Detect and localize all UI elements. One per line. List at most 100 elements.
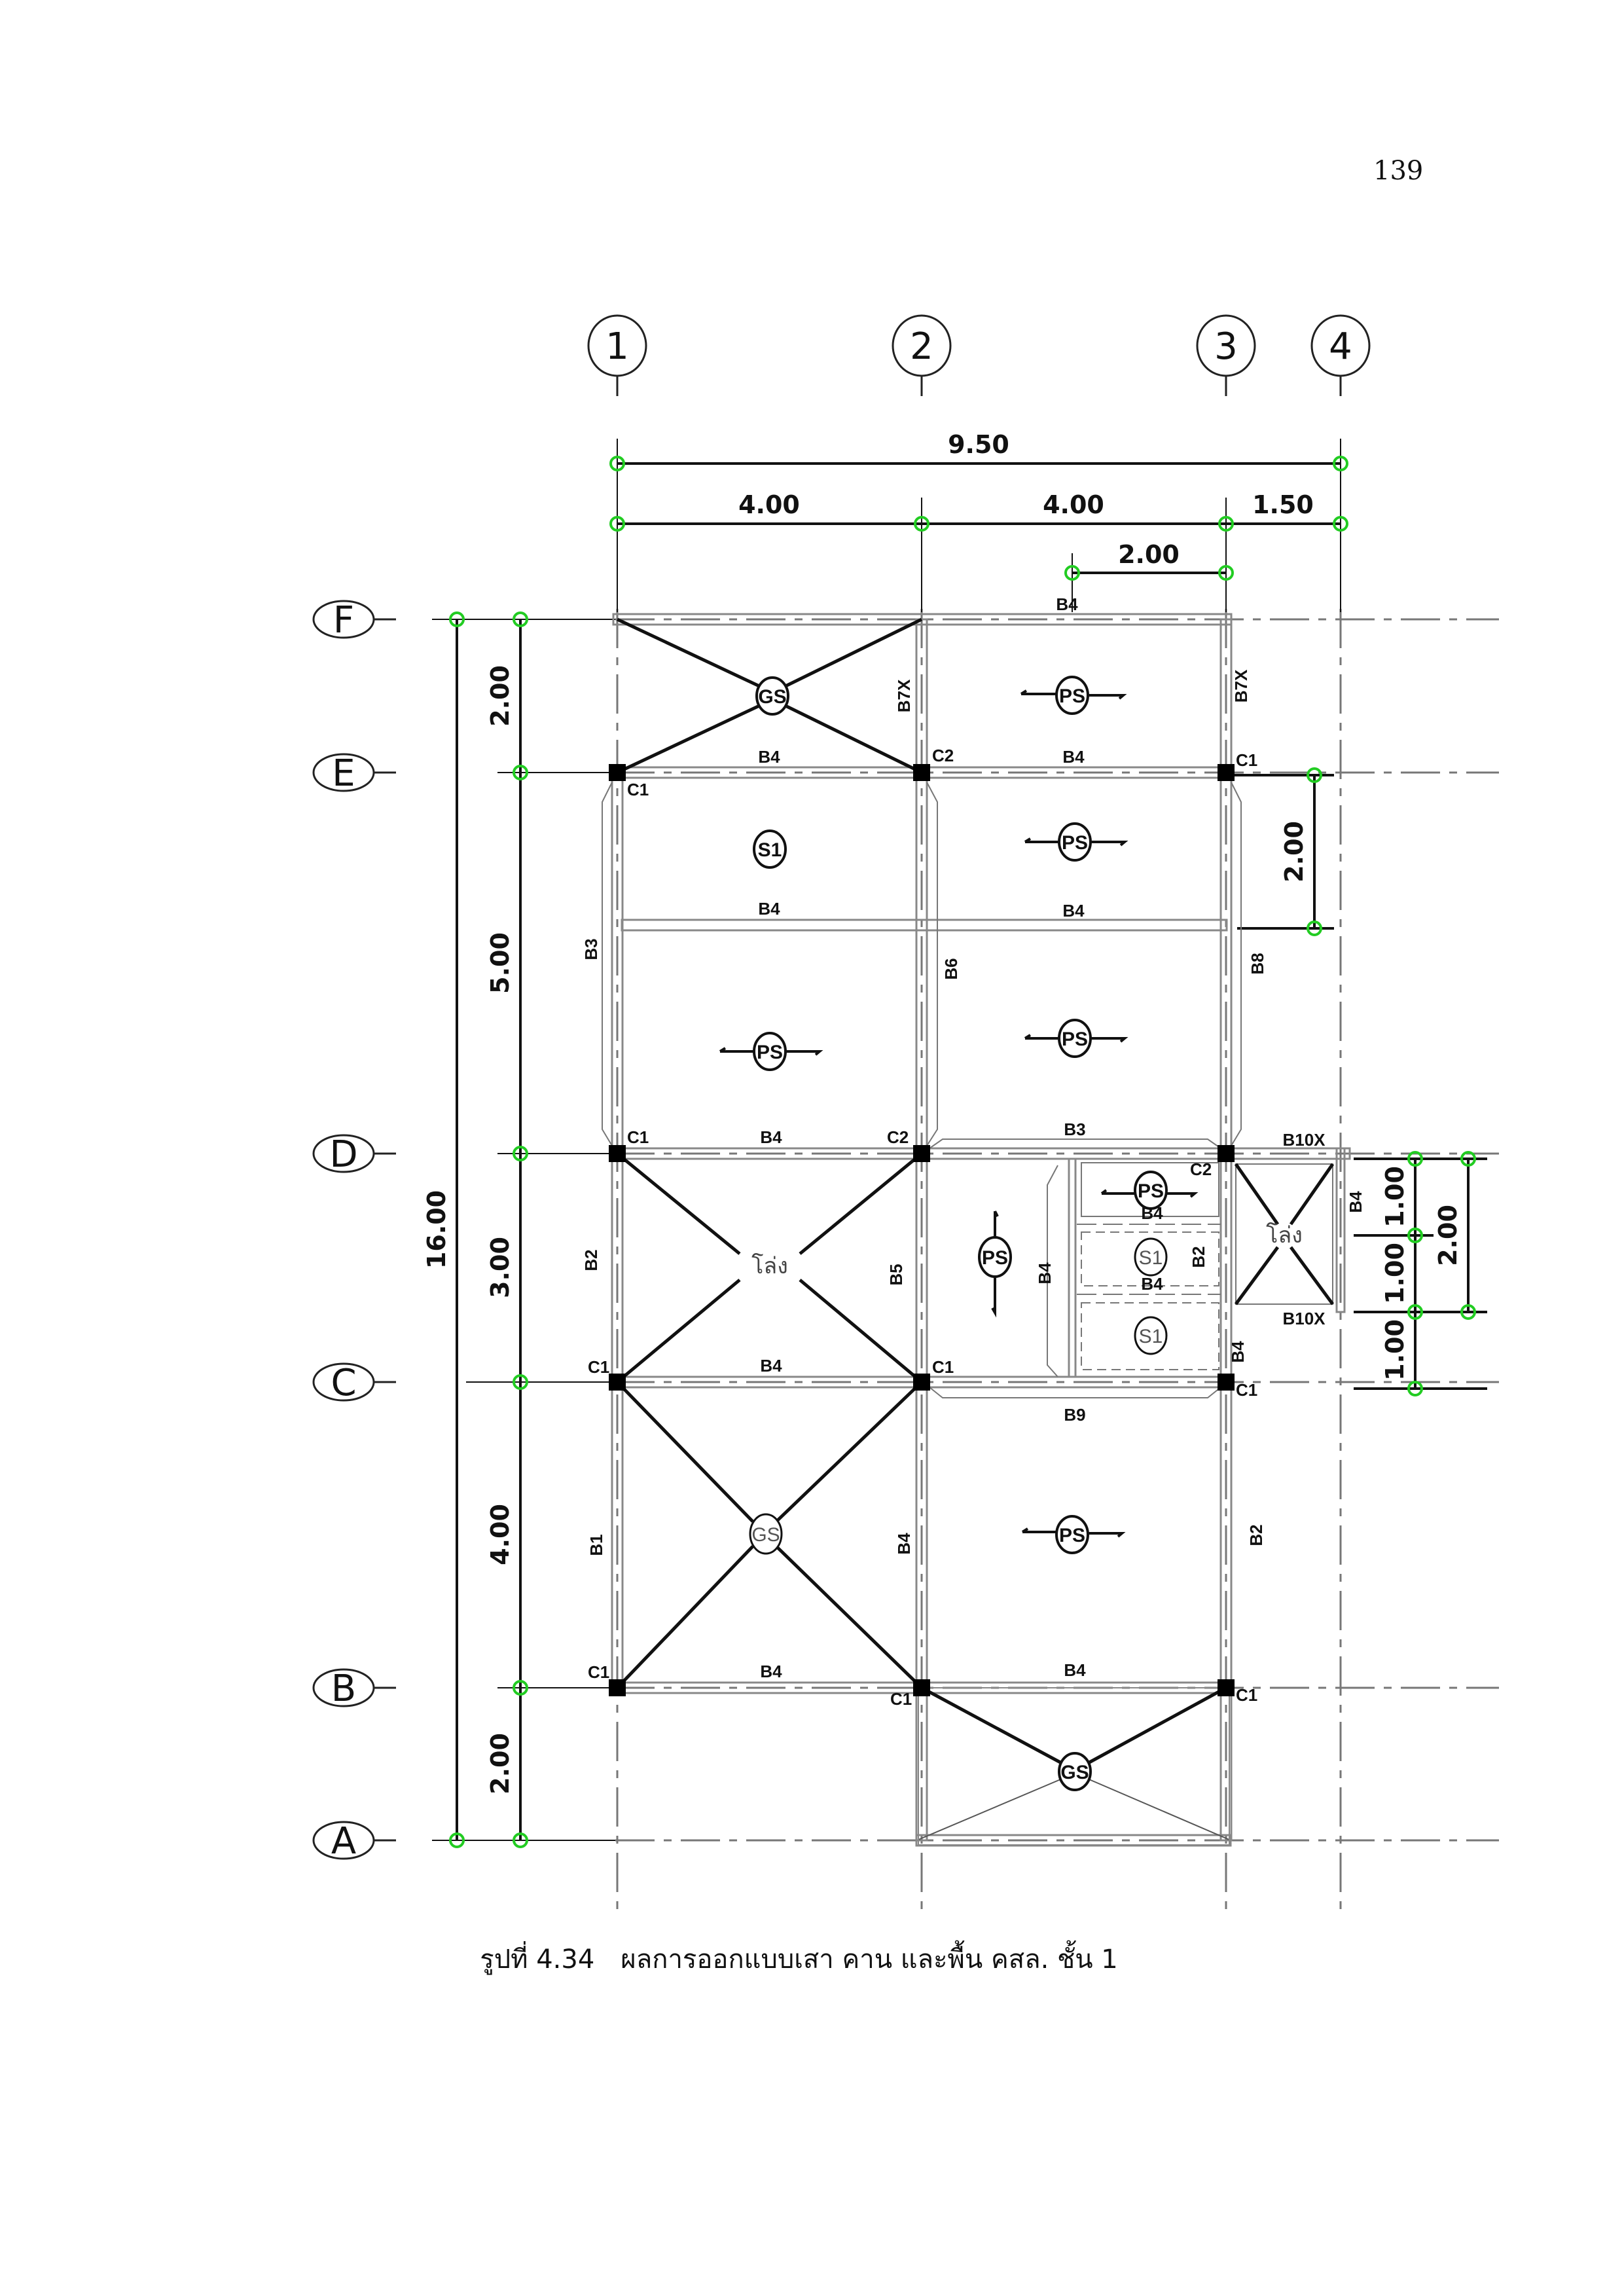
sub-panels (1077, 1162, 1333, 1370)
beam-label: B4 (1228, 1341, 1248, 1363)
left-dim-nodes (449, 611, 528, 1848)
column (1218, 1374, 1235, 1391)
beam-label: B4 (1062, 901, 1085, 920)
beam-label: B10X (1282, 1130, 1326, 1150)
dim-right-stair-total: 2.00 (1434, 1205, 1462, 1266)
slab-label: GS (758, 686, 786, 708)
axis-label: 2 (910, 325, 933, 368)
slab-label: PS (1059, 1525, 1085, 1546)
beam-label: B2 (1189, 1246, 1208, 1267)
column (609, 1145, 626, 1162)
axis-bubble-c: C (312, 1362, 396, 1404)
slab-marker-circle (1058, 1752, 1092, 1791)
column-label: C1 (588, 1357, 609, 1377)
slab-label: S1 (1139, 1247, 1163, 1269)
page-number: 139 (1373, 156, 1424, 186)
axis-bubble-1: 1 (587, 314, 647, 396)
slab-marker-circle (753, 829, 787, 869)
axis-label: E (332, 752, 355, 795)
dim-right-stair-1: 1.00 (1380, 1166, 1409, 1228)
column-label: C2 (887, 1127, 909, 1147)
slab-label: PS (1059, 685, 1085, 707)
dim-right-upper: 2.00 (1280, 821, 1308, 883)
beam-label: B4 (894, 1533, 914, 1555)
slab-marker-circle (1134, 1171, 1168, 1210)
dim-left-span-fe: 2.00 (486, 665, 514, 727)
axis-bubble-d: D (312, 1133, 396, 1176)
axis-bubble-a: A (312, 1820, 396, 1863)
beam-label: B2 (1246, 1524, 1266, 1546)
figure-label: รูปที่ 4.34 (480, 1944, 595, 1975)
beam-label: B4 (1346, 1191, 1365, 1213)
dim-left-span-dc: 3.00 (486, 1237, 514, 1298)
column-label: C1 (932, 1357, 954, 1377)
column (913, 764, 930, 781)
axis-label: 1 (605, 325, 629, 368)
column (1218, 1679, 1235, 1696)
axis-bubble-4: 4 (1310, 314, 1371, 396)
beam-label: B1 (586, 1534, 606, 1556)
beam-label: B7X (1231, 669, 1251, 702)
beam-label: B10X (1282, 1309, 1326, 1328)
dim-top-span-1: 4.00 (738, 490, 800, 519)
slab-label: S1 (758, 839, 782, 861)
axis-label: 4 (1329, 325, 1352, 368)
beam-label: B4 (760, 1127, 782, 1147)
slab-markers (749, 676, 1168, 1791)
axis-bubble-f: F (312, 599, 396, 642)
slab-diagonals (616, 617, 1335, 1764)
right-dim-nodes (1307, 767, 1476, 1396)
slab-label: PS (1062, 832, 1088, 854)
dim-left-span-cb: 4.00 (486, 1504, 514, 1565)
slab-marker-circle (1134, 1237, 1168, 1277)
beam-3 (1219, 618, 1233, 1842)
slab-marker-circle (749, 1513, 783, 1555)
beam-label: B7X (894, 679, 914, 712)
column (913, 1679, 930, 1696)
column (609, 1679, 626, 1696)
axis-label: 3 (1214, 325, 1238, 368)
axis-bubble-b: B (312, 1667, 396, 1710)
slab-marker-circle (1134, 1316, 1168, 1355)
slab-label: PS (1138, 1180, 1164, 1202)
row-axis-bubbles: F E D C B A (312, 599, 396, 1863)
beam-label: B5 (886, 1264, 906, 1285)
dim-top-partial: 2.00 (1118, 540, 1180, 569)
dim-top-overall: 9.50 (948, 430, 1009, 459)
beam-label: B4 (760, 1662, 782, 1681)
beam-mid (621, 919, 1228, 932)
dim-top-span-3: 1.50 (1252, 490, 1314, 519)
right-dimensions (1231, 774, 1487, 1390)
axis-label: B (331, 1667, 356, 1710)
axis-label: F (333, 599, 354, 642)
grid-lines (615, 609, 1499, 1912)
beam-inner (1068, 1157, 1077, 1378)
ba-thin-diagonals (918, 1687, 1230, 1846)
beam-label: B8 (1248, 953, 1267, 974)
dim-right-stair-3: 1.00 (1380, 1319, 1409, 1381)
dim-left-span-ba: 2.00 (486, 1733, 514, 1795)
column-label: C2 (1190, 1159, 1212, 1179)
left-dimensions (432, 619, 615, 1841)
column (1218, 1145, 1235, 1162)
dim-left-overall: 16.00 (422, 1190, 451, 1269)
void-label: โล่ง (1266, 1222, 1303, 1248)
column-label: C1 (627, 1127, 649, 1147)
columns (609, 764, 1235, 1696)
beam-stair-side (1335, 1147, 1346, 1313)
dim-top-span-2: 4.00 (1043, 490, 1104, 519)
slab-label: S1 (1139, 1326, 1163, 1347)
beam-label: B3 (1064, 1120, 1085, 1139)
span-arrows (719, 689, 1199, 1538)
slab-label: PS (1062, 1029, 1088, 1050)
column-axis-bubbles: 1 2 3 4 (587, 314, 1371, 396)
slab-label: PS (982, 1247, 1008, 1269)
beam-label: B2 (581, 1249, 601, 1271)
column-label: C2 (932, 746, 954, 765)
beam-label: B4 (758, 747, 780, 767)
axis-label: C (331, 1362, 356, 1404)
axis-label: D (329, 1133, 357, 1176)
column-label: C1 (1236, 1685, 1257, 1705)
